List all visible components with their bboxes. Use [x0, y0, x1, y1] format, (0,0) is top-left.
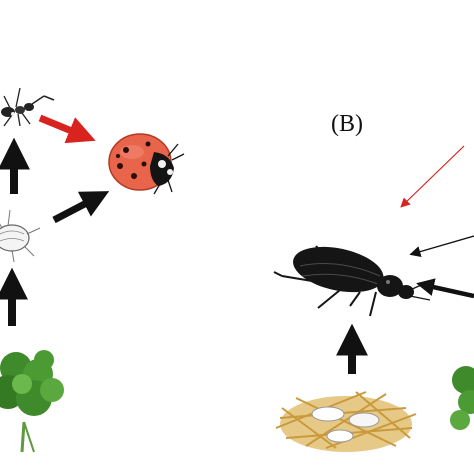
plant-icon-right — [450, 366, 474, 430]
arrow-ant-to-ladybird — [38, 114, 96, 144]
arrow-thin-black-to-beetle — [409, 235, 474, 258]
plant-icon — [0, 350, 64, 453]
ground-beetle-icon — [273, 245, 431, 317]
arrow-thick-black-to-beetle — [416, 278, 474, 299]
ladybird-icon — [108, 133, 185, 195]
aphid-icon — [0, 209, 41, 263]
arrow-aphid-to-ladybird — [52, 191, 110, 224]
arrow-thin-red-to-beetle — [400, 145, 465, 208]
panel-b-label: (B) — [331, 111, 363, 137]
ant-icon — [1, 87, 55, 127]
straw-larvae-icon — [275, 391, 417, 452]
